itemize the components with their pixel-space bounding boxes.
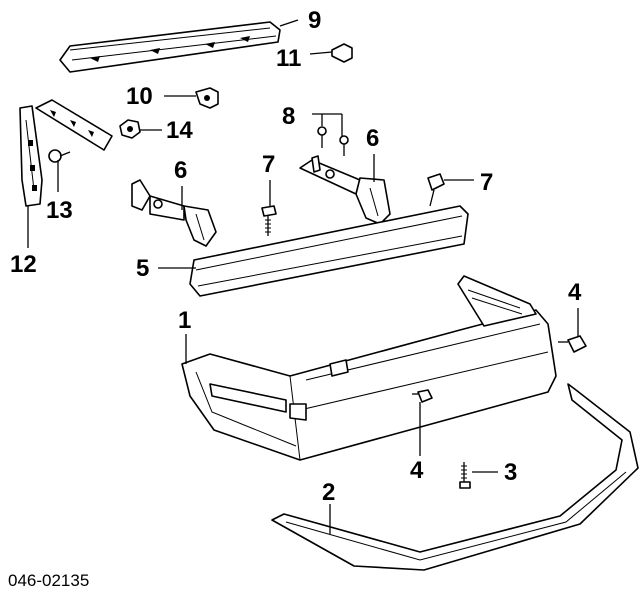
callout-11: 11: [276, 45, 301, 72]
part-1-bumper-cover: [181, 275, 557, 461]
callout-9: 9: [308, 7, 321, 34]
callout-7-right: 7: [480, 169, 493, 196]
part-10-bracket: [164, 87, 219, 109]
callout-13: 13: [46, 197, 73, 224]
callout-4-lower: 4: [410, 457, 424, 484]
callout-6-right: 6: [366, 125, 379, 152]
part-5-reinforcement-beam: [158, 205, 469, 297]
part-12-side-retainer: [19, 99, 113, 248]
part-8-screws: [312, 113, 349, 156]
callout-6-left: 6: [174, 157, 187, 184]
part-6-right-bracket: [299, 154, 391, 225]
part-3-screw: [459, 462, 498, 489]
callout-8: 8: [282, 103, 295, 130]
callout-10: 10: [126, 83, 153, 110]
diagram-code: 046-02135: [8, 571, 89, 590]
part-4-right-bolt: [558, 308, 587, 353]
part-7-right-bolt: [427, 173, 474, 207]
part-2-lower-moulding: [271, 383, 639, 571]
part-11-clip: [309, 43, 353, 63]
callout-5: 5: [136, 255, 149, 282]
callout-1: 1: [178, 307, 191, 334]
part-9-reinforcement: [59, 19, 299, 73]
callout-4-right: 4: [568, 279, 582, 306]
callout-14: 14: [166, 117, 193, 144]
callout-2: 2: [322, 479, 335, 506]
callout-3: 3: [504, 459, 517, 486]
part-4-lower-bolt: [412, 389, 433, 456]
callout-7-left: 7: [262, 151, 275, 178]
callout-12: 12: [10, 251, 37, 278]
part-14-nut: [119, 119, 162, 139]
part-6-left-bracket: [131, 179, 217, 247]
part-7-left-bolt: [261, 180, 277, 236]
part-13-screw: [48, 149, 71, 192]
